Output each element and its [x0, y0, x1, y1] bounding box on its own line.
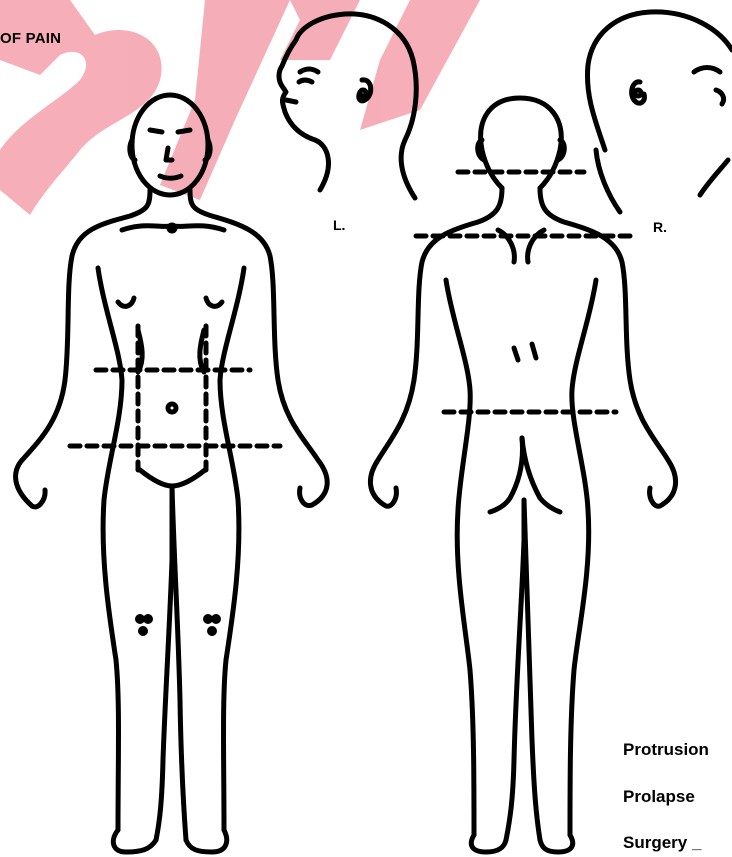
page-title: OF PAIN	[0, 30, 61, 47]
left-head-label: L.	[333, 217, 345, 233]
back-body	[370, 98, 675, 852]
right-head-profile	[587, 12, 732, 212]
side-item-prolapse: Prolapse	[623, 787, 695, 807]
side-item-surgery: Surgery _	[623, 833, 701, 853]
left-head-profile	[279, 14, 416, 198]
front-body	[16, 95, 328, 852]
side-item-protrusion: Protrusion	[623, 740, 709, 760]
right-head-label: R.	[653, 219, 667, 235]
front-region-lines	[70, 326, 280, 470]
